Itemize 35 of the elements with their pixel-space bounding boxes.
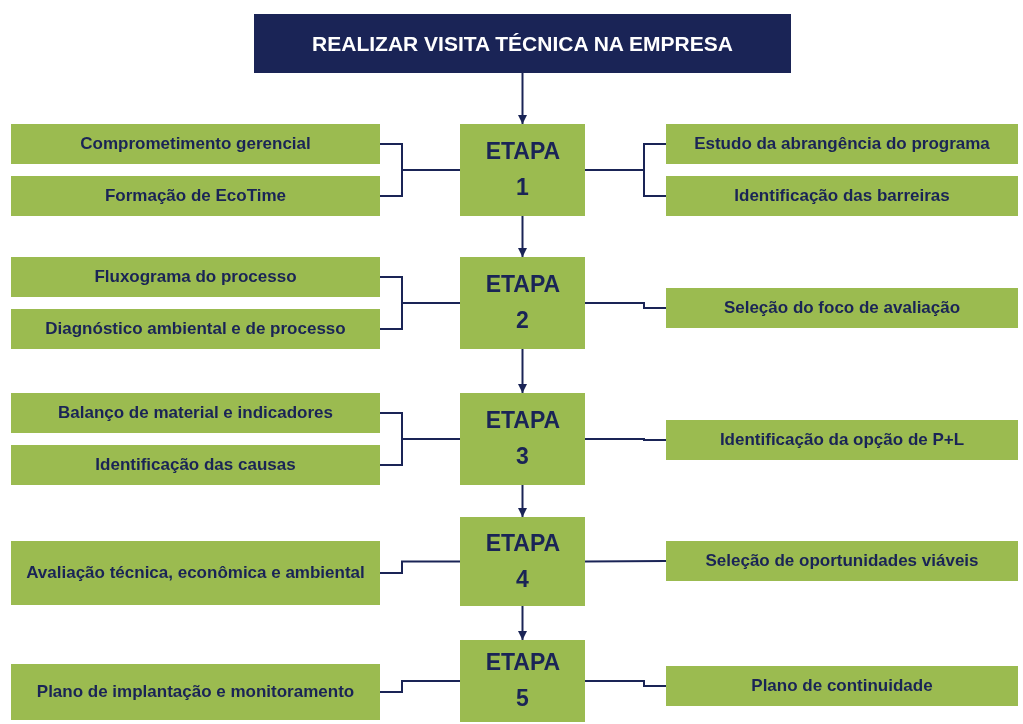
step-box: Identificação das barreiras xyxy=(666,176,1018,216)
step-box: Comprometimento gerencial xyxy=(11,124,380,164)
connector-line xyxy=(584,302,667,309)
step-box: Fluxograma do processo xyxy=(11,257,380,297)
step-box: Formação de EcoTime xyxy=(11,176,380,216)
connector-line xyxy=(379,560,461,574)
stage-box: ETAPA 3 xyxy=(460,393,585,485)
arrow xyxy=(518,484,527,518)
step-box: Plano de implantação e monitoramento xyxy=(11,664,380,720)
step-box: Seleção do foco de avaliação xyxy=(666,288,1018,328)
connector-line xyxy=(379,169,461,197)
step-box: Diagnóstico ambiental e de processo xyxy=(11,309,380,349)
step-box: Seleção de oportunidades viáveis xyxy=(666,541,1018,581)
connector-line xyxy=(584,169,667,197)
title-box: REALIZAR VISITA TÉCNICA NA EMPRESA xyxy=(254,14,791,73)
step-box: Identificação da opção de P+L xyxy=(666,420,1018,460)
arrow xyxy=(518,72,527,125)
connector-line xyxy=(379,680,461,693)
step-box: Plano de continuidade xyxy=(666,666,1018,706)
step-box: Estudo da abrangência do programa xyxy=(666,124,1018,164)
step-box: Avaliação técnica, econômica e ambiental xyxy=(11,541,380,605)
connector-line xyxy=(584,438,667,441)
stage-box: ETAPA 1 xyxy=(460,124,585,216)
step-box: Identificação das causas xyxy=(11,445,380,485)
arrow xyxy=(518,605,527,641)
stage-box: ETAPA 4 xyxy=(460,517,585,606)
connector-line xyxy=(584,680,667,687)
arrow xyxy=(518,348,527,394)
connector-line xyxy=(379,302,461,330)
step-box: Balanço de material e indicadores xyxy=(11,393,380,433)
connector-line xyxy=(379,438,461,466)
stage-box: ETAPA 2 xyxy=(460,257,585,349)
stage-box: ETAPA 5 xyxy=(460,640,585,722)
arrow xyxy=(518,215,527,258)
connector-line xyxy=(584,560,667,563)
